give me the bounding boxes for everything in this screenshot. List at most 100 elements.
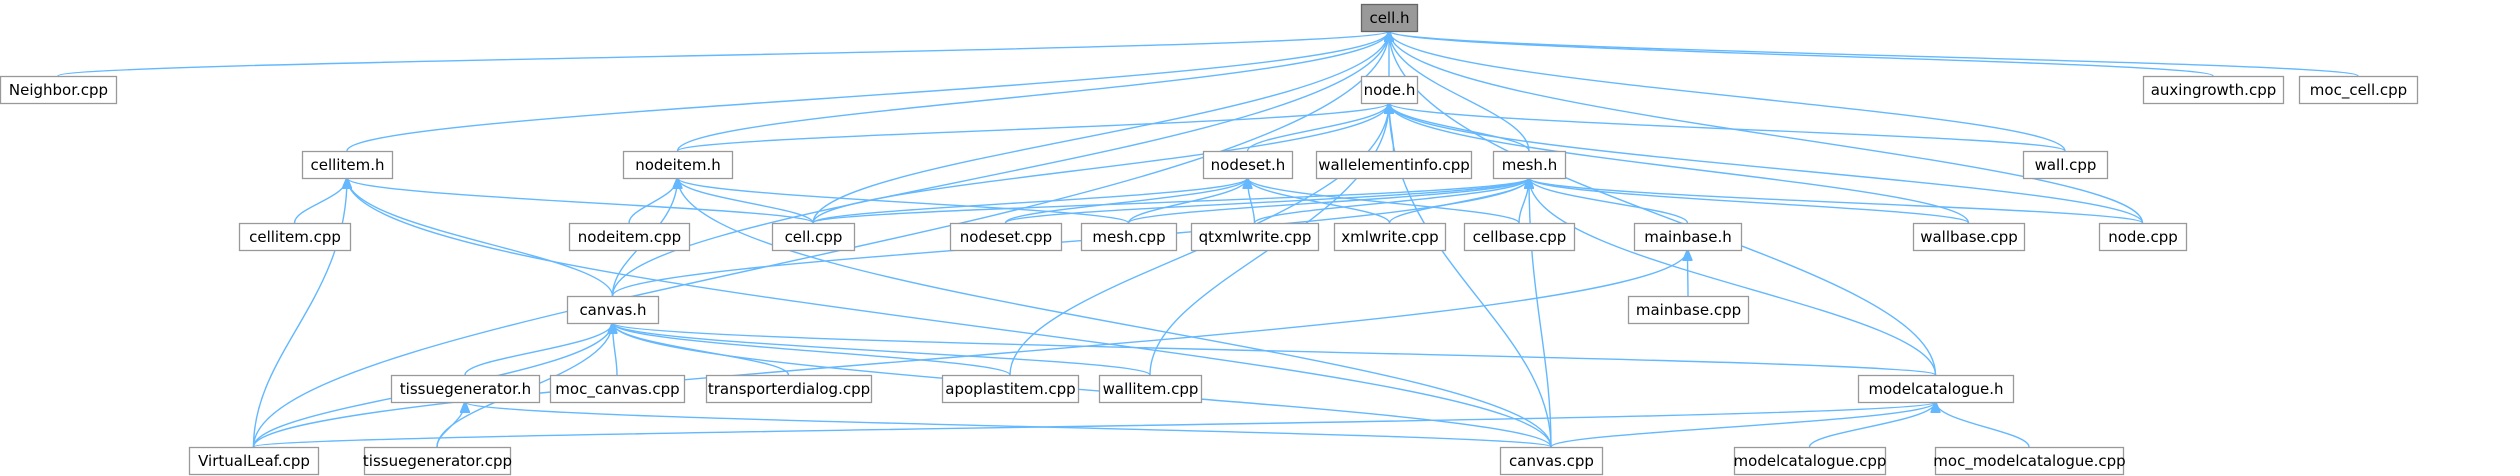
node-box [1360,3,1419,33]
edge-modelcatalogue_h-to-mesh_h [1529,178,1937,376]
node-label: qtxmlwrite.cpp [1199,228,1312,246]
edge-canvas_cpp-to-tissuegenerator_h [465,402,1552,448]
node-cellbase-cpp[interactable]: cellbase.cpp [1463,222,1576,252]
node-apoplastitem-cpp[interactable]: apoplastitem.cpp [941,374,1080,404]
node-box [1857,374,2015,404]
node-box [2298,75,2419,105]
node-wallbase-cpp[interactable]: wallbase.cpp [1912,222,2026,252]
node-mesh-h[interactable]: mesh.h [1492,150,1567,180]
node-box [705,374,873,404]
node-box [2142,75,2285,105]
edge-qtxmlwrite_cpp-to-mesh_h [1253,178,1530,224]
node-node-cpp[interactable]: node.cpp [2098,222,2188,252]
node-transporterdialog-cpp[interactable]: transporterdialog.cpp [705,374,873,404]
node-modelcatalogue-cpp[interactable]: modelcatalogue.cpp [1733,446,1887,476]
edge-node_cpp-to-cell_h [1389,31,2144,224]
node-xmlwrite-cpp[interactable]: xmlwrite.cpp [1333,222,1447,252]
edge-wallitem_cpp-to-canvas_h [613,323,1151,376]
node-label: auxingrowth.cpp [2151,81,2277,99]
node-tissuegenerator-cpp[interactable]: tissuegenerator.cpp [363,446,512,476]
edge-modelcatalogue_h-to-canvas_h [613,323,1937,376]
node-box [1360,75,1419,105]
edge-wall_cpp-to-node_h [1389,103,2066,152]
node-label: wallbase.cpp [1920,228,2018,246]
node-label: cellitem.h [311,156,385,174]
node-box [1912,222,2026,252]
node-canvas-cpp[interactable]: canvas.cpp [1499,446,1604,476]
node-box [1934,446,2125,476]
edge-virtualleaf_cpp-to-modelcatalogue_h [252,402,1936,448]
node-node-h[interactable]: node.h [1360,75,1419,105]
node-nodeset-cpp[interactable]: nodeset.cpp [949,222,1063,252]
node-virtualleaf-cpp[interactable]: VirtualLeaf.cpp [188,446,320,476]
node-box [1733,446,1887,476]
node-box [1492,150,1567,180]
edge-cell_cpp-to-nodeset_h [812,178,1248,224]
node-mainbase-h[interactable]: mainbase.h [1633,222,1743,252]
node-label: modelcatalogue.h [1868,380,2003,398]
node-wallelementinfo-cpp[interactable]: wallelementinfo.cpp [1315,150,1473,180]
node-mesh-cpp[interactable]: mesh.cpp [1080,222,1178,252]
node-qtxmlwrite-cpp[interactable]: qtxmlwrite.cpp [1190,222,1320,252]
node-canvas-h[interactable]: canvas.h [566,295,660,325]
node-box [568,222,691,252]
node-label: node.cpp [2108,228,2178,246]
edge-nodeset_cpp-to-nodeset_h [1004,178,1248,224]
node-cellitem-cpp[interactable]: cellitem.cpp [238,222,352,252]
node-label: VirtualLeaf.cpp [198,452,310,470]
node-label: wall.cpp [2035,156,2097,174]
node-box [949,222,1063,252]
node-mainbase-cpp[interactable]: mainbase.cpp [1627,295,1750,325]
node-label: apoplastitem.cpp [945,380,1075,398]
node-box [1627,295,1750,325]
node-box [1315,150,1473,180]
node-label: transporterdialog.cpp [708,380,870,398]
node-label: node.h [1364,81,1416,99]
node-box [390,374,541,404]
node-moc-canvas-cpp[interactable]: moc_canvas.cpp [549,374,686,404]
node-label: cell.cpp [785,228,843,246]
node-box [566,295,660,325]
node-wallitem-cpp[interactable]: wallitem.cpp [1098,374,1203,404]
edge-cellitem_cpp-to-cellitem_h [293,178,348,224]
node-box [1499,446,1604,476]
node-nodeitem-h[interactable]: nodeitem.h [622,150,734,180]
edge-apoplastitem_cpp-to-canvas_h [613,323,1011,376]
edge-mainbase_h-to-mesh_h [1529,178,1689,224]
node-box [549,374,686,404]
node-label: nodeset.h [1211,156,1286,174]
node-cell-cpp[interactable]: cell.cpp [771,222,856,252]
edge-cell_cpp-to-node_h [812,103,1389,224]
node-label: xmlwrite.cpp [1341,228,1438,246]
node-cell-h[interactable]: cell.h [1360,3,1419,33]
node-cellitem-h[interactable]: cellitem.h [301,150,394,180]
edge-neighbor_cpp-to-cell_h [57,31,1389,77]
node-nodeitem-cpp[interactable]: nodeitem.cpp [568,222,691,252]
node-label: tissuegenerator.cpp [363,452,512,470]
node-label: wallelementinfo.cpp [1318,156,1470,174]
node-box [1080,222,1178,252]
edges-layer [57,31,2359,448]
edge-nodeset_h-to-node_h [1246,103,1390,152]
edge-modelcatalogue_cpp-to-modelcatalogue_h [1808,402,1936,448]
edge-moc_cell_cpp-to-cell_h [1389,31,2359,77]
node-box [1463,222,1576,252]
node-neighbor-cpp[interactable]: Neighbor.cpp [0,75,118,105]
edge-mesh_h-to-node_h [1389,103,1530,152]
node-label: canvas.cpp [1509,452,1594,470]
edge-cellbase_cpp-to-nodeset_h [1248,178,1520,224]
node-nodeset-h[interactable]: nodeset.h [1202,150,1294,180]
edge-virtualleaf_cpp-to-cellitem_h [252,178,348,448]
edge-modelcatalogue_h-to-cell_h [1389,31,1937,376]
node-tissuegenerator-h[interactable]: tissuegenerator.h [390,374,541,404]
edge-canvas_cpp-to-nodeitem_h [678,178,1552,448]
node-wall-cpp[interactable]: wall.cpp [2022,150,2109,180]
node-modelcatalogue-h[interactable]: modelcatalogue.h [1857,374,2015,404]
node-auxingrowth-cpp[interactable]: auxingrowth.cpp [2142,75,2285,105]
node-moc-cell-cpp[interactable]: moc_cell.cpp [2298,75,2419,105]
node-label: tissuegenerator.h [400,380,531,398]
edge-auxingrowth_cpp-to-cell_h [1389,31,2214,77]
node-label: Neighbor.cpp [9,81,108,99]
node-moc-modelcatalogue-cpp[interactable]: moc_modelcatalogue.cpp [1933,446,2126,476]
